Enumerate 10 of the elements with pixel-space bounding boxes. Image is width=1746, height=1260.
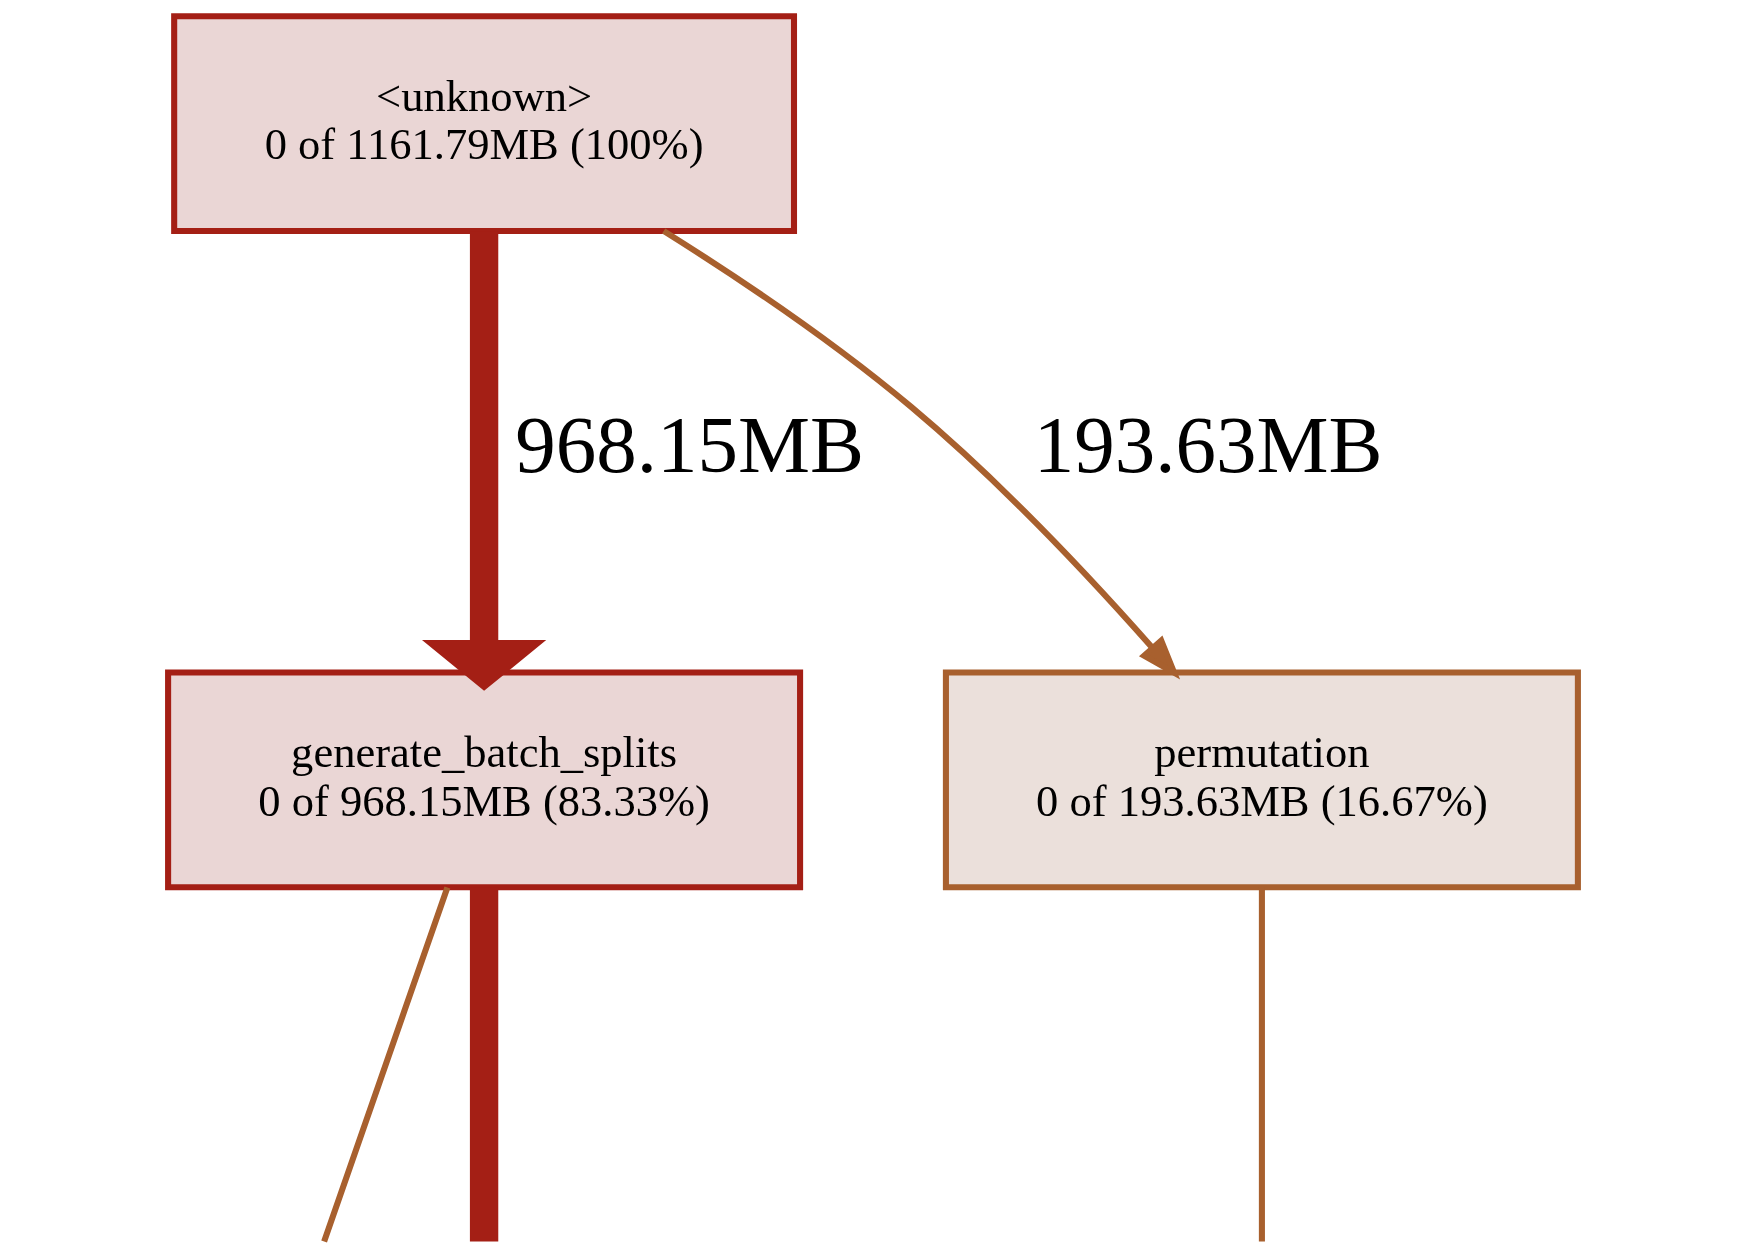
arrow [662, 228, 1181, 680]
node-box: permutation 0 of 193.63MB (16.67%) [942, 669, 1581, 891]
edge-label: 193.63MB [1033, 400, 1383, 491]
connector [321, 886, 451, 1243]
connector [1258, 887, 1265, 1242]
arrow [422, 231, 547, 691]
edge-label: 968.15MB [515, 400, 865, 491]
connector [469, 887, 499, 1242]
node-box: generate_batch_splits 0 of 968.15MB (83.33%) [165, 669, 804, 891]
node-box: <unknown> 0 of 1161.79MB (100%) [171, 13, 798, 234]
